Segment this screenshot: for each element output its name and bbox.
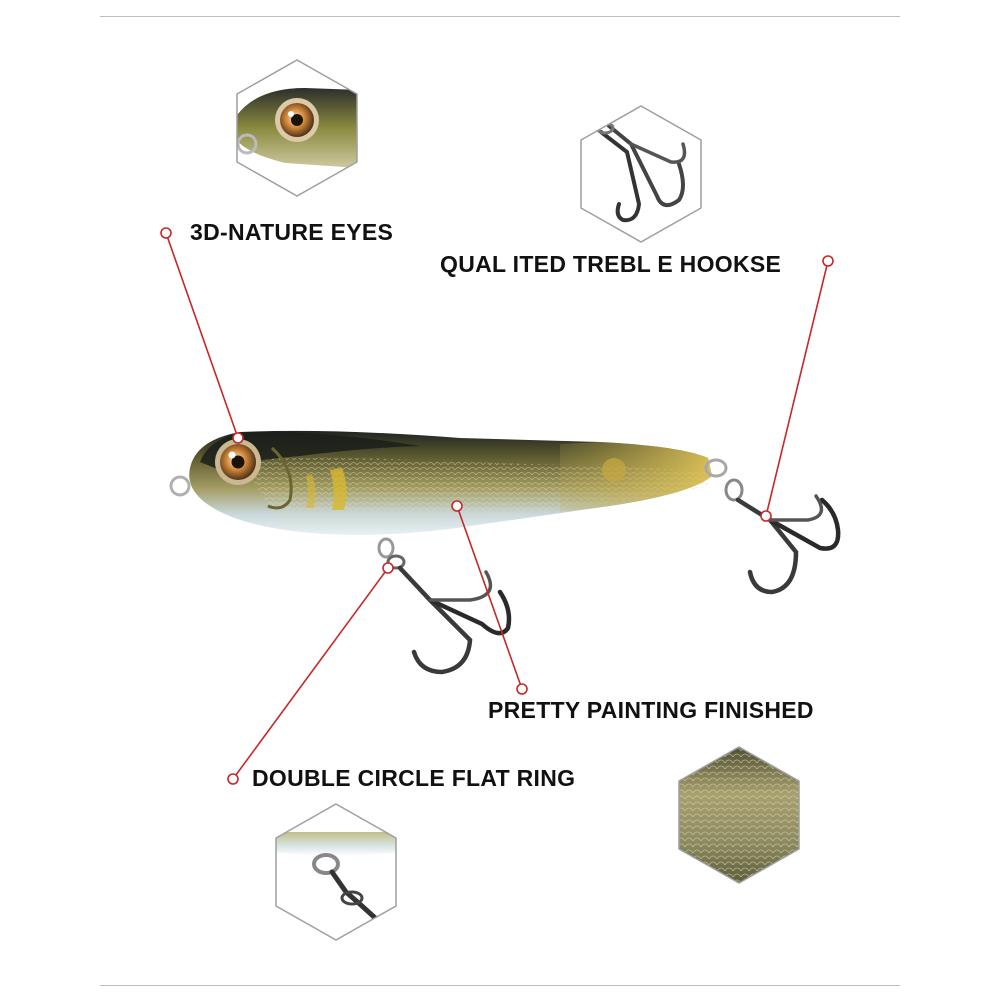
painting-callout-dot [516,683,528,695]
eyes-feature-label: 3D-NATURE EYES [190,219,394,245]
treble-hook-closeup-icon [580,105,702,243]
hooks-target-dot [760,510,772,522]
painting-callout-line [456,505,523,690]
bottom-divider [100,985,900,986]
hooks-callout-dot [822,255,834,267]
ring-feature-label: DOUBLE CIRCLE FLAT RING [252,765,576,791]
eyes-callout-line [165,232,239,439]
ring-callout-line [232,567,389,780]
hooks-feature-label: QUAL ITED TREBL E HOOKSE [440,251,782,277]
scale-texture-closeup-icon [678,746,800,884]
hooks-callout-line [765,260,829,517]
ring-callout-dot [227,773,239,785]
painting-target-dot [451,500,463,512]
eyes-target-dot [232,432,244,444]
belly-treble-hook [377,537,512,675]
ring-target-dot [382,562,394,574]
tail-treble-hook [735,494,841,595]
fish-eye-closeup-icon [236,59,358,197]
top-divider [100,16,900,17]
eyes-callout-dot [160,227,172,239]
painting-feature-label: PRETTY PAINTING FINISHED [488,697,814,723]
split-ring-closeup-icon [275,803,397,941]
